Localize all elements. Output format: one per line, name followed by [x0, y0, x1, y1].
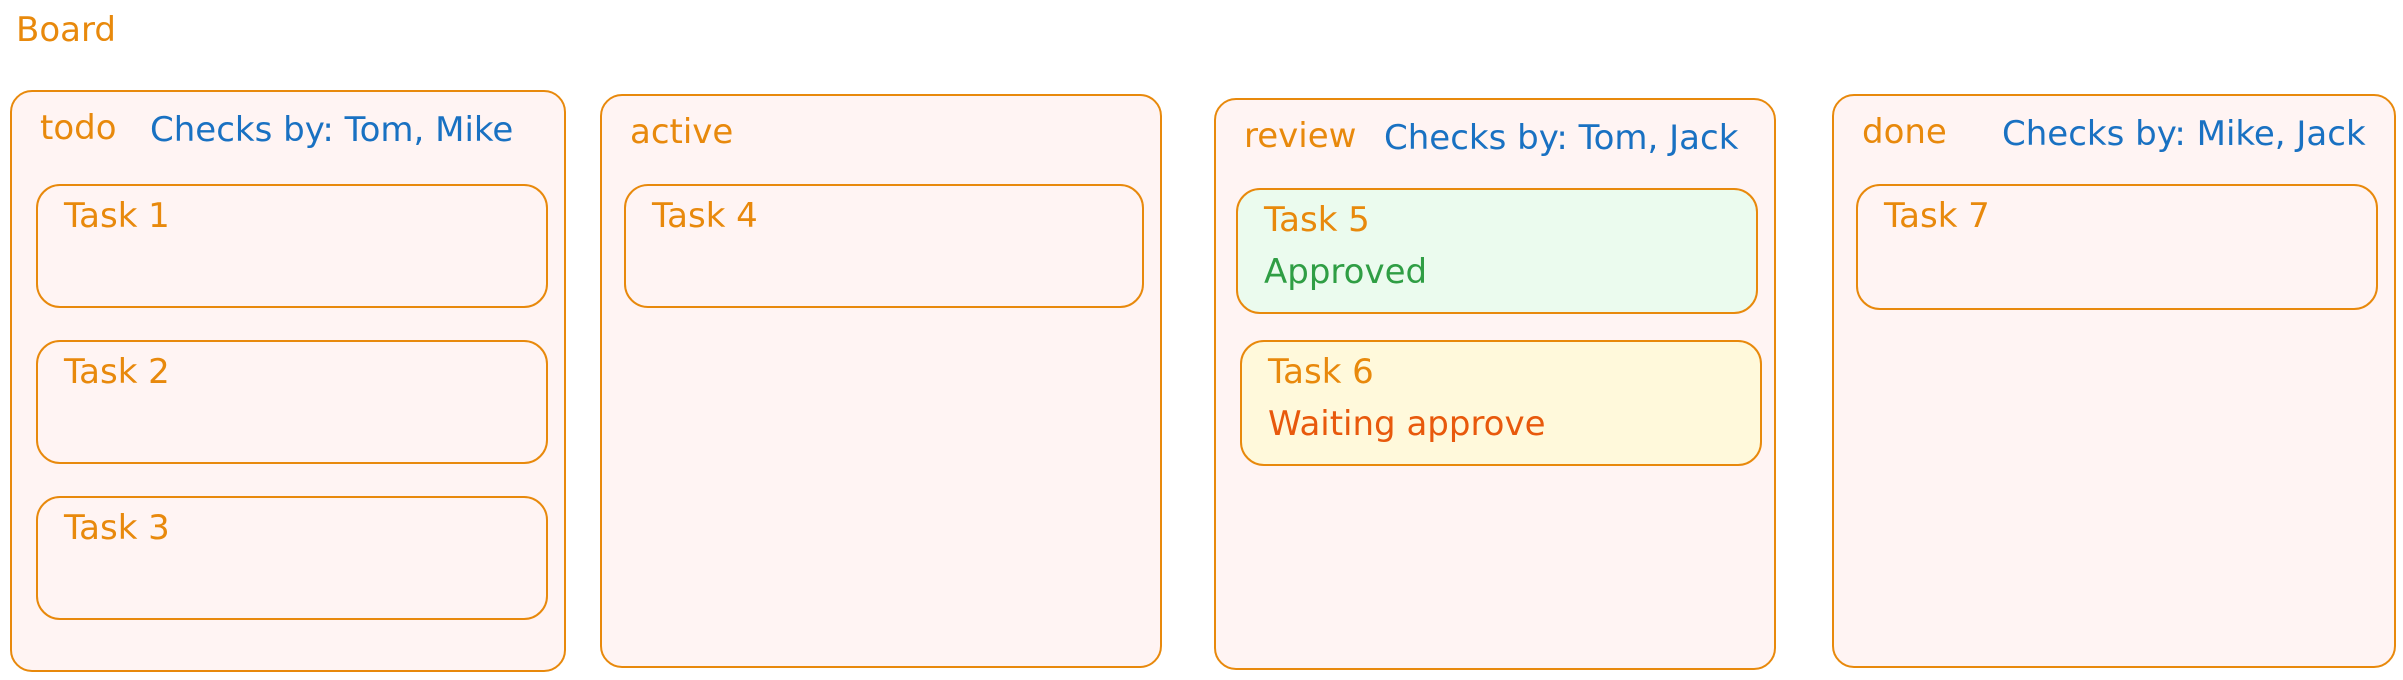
checks-label: Checks by: Tom, Mike — [150, 110, 514, 150]
task-title: Task 2 — [64, 352, 170, 392]
board-title: Board — [16, 10, 116, 50]
task-card[interactable]: Task 7 — [1856, 184, 2378, 310]
column-done: done Checks by: Mike, Jack Task 7 — [1832, 94, 2396, 668]
task-card[interactable]: Task 1 — [36, 184, 548, 308]
checks-label: Checks by: Tom, Jack — [1384, 118, 1739, 158]
task-card-approved[interactable]: Task 5 Approved — [1236, 188, 1758, 314]
waiting-status: Waiting approve — [1268, 404, 1546, 444]
task-card[interactable]: Task 4 — [624, 184, 1144, 308]
task-card[interactable]: Task 2 — [36, 340, 548, 464]
task-title: Task 6 — [1268, 352, 1374, 392]
column-review: review Checks by: Tom, Jack Task 5 Appro… — [1214, 98, 1776, 670]
approved-status: Approved — [1264, 252, 1428, 292]
column-active: active Task 4 — [600, 94, 1162, 668]
task-title: Task 3 — [64, 508, 170, 548]
task-title: Task 1 — [64, 196, 170, 236]
column-title: active — [630, 112, 734, 152]
column-title: done — [1862, 112, 1947, 152]
task-title: Task 7 — [1884, 196, 1990, 236]
task-card[interactable]: Task 3 — [36, 496, 548, 620]
column-title: review — [1244, 116, 1357, 156]
column-title: todo — [40, 108, 117, 148]
checks-label: Checks by: Mike, Jack — [2002, 114, 2366, 154]
task-title: Task 5 — [1264, 200, 1370, 240]
task-card-waiting[interactable]: Task 6 Waiting approve — [1240, 340, 1762, 466]
task-title: Task 4 — [652, 196, 758, 236]
column-todo: todo Checks by: Tom, Mike Task 1 Task 2 … — [10, 90, 566, 672]
